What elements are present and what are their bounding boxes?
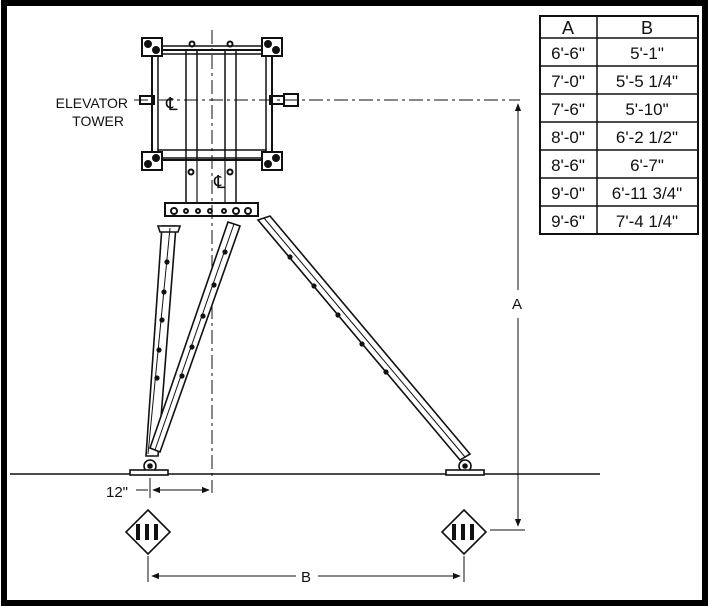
tower-label-line1: ELEVATOR [56, 95, 128, 111]
table-cell-a: 9'-0" [551, 184, 585, 203]
table-cell-b: 6'-11 3/4" [612, 184, 682, 203]
dimension-table [539, 15, 699, 235]
table-cell-a: 7'-0" [551, 72, 585, 91]
foot-plate-right [445, 459, 485, 476]
foot-plate-left [129, 459, 169, 476]
table-cell-a: 8'-6" [551, 156, 585, 175]
dim-offset-label: 12" [106, 484, 128, 501]
table-cell-b: 6'-2 1/2" [616, 128, 678, 147]
table-cell-b: 7'-4 1/4" [616, 212, 678, 231]
tower-label-line2: TOWER [72, 113, 124, 129]
dim-b-label: B [301, 569, 311, 586]
brace-leg-right [256, 215, 472, 462]
table-cell-b: 5'-10" [625, 100, 668, 119]
table-cell-b: 6'-7" [630, 156, 664, 175]
elevator-tower [139, 37, 299, 217]
table-header-a: A [562, 18, 574, 38]
brace-leg-center [148, 220, 242, 454]
dim-a-label: A [512, 296, 522, 313]
table-cell-a: 9'-6" [551, 212, 585, 231]
anchor-left [124, 508, 172, 556]
table-header-b: B [641, 18, 653, 38]
anchor-right [440, 508, 488, 556]
table-cell-a: 7'-6" [551, 100, 585, 119]
centerline-symbol-mast: ℄ [213, 172, 226, 192]
centerline-symbol-tower: ℄ [165, 94, 178, 114]
table-cell-b: 5'-1" [630, 44, 664, 63]
table-cell-a: 6'-6" [551, 44, 585, 63]
table-cell-b: 5'-5 1/4" [616, 72, 678, 91]
brace-leg-left [145, 225, 182, 457]
table-cell-a: 8'-0" [551, 128, 585, 147]
